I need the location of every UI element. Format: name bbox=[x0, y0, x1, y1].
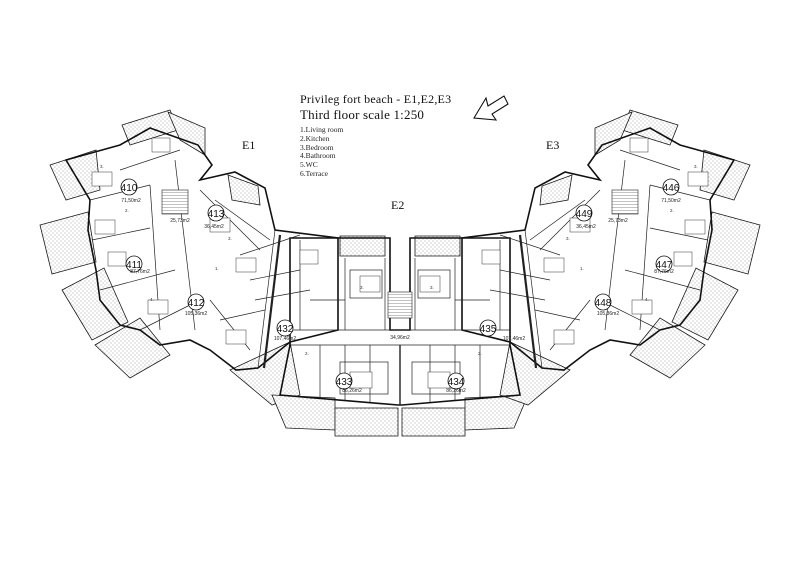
unit-434-area: 86,26m2 bbox=[446, 388, 466, 394]
unit-449-number: 449 bbox=[576, 209, 593, 220]
legend-item-bathroom: 4.Bathroom bbox=[300, 151, 336, 161]
furniture bbox=[91, 137, 709, 389]
unit-447-number: 447 bbox=[656, 260, 673, 271]
plan-title: Privileg fort beach - E1,E2,E3 bbox=[300, 92, 452, 106]
north-arrow-icon bbox=[473, 95, 509, 121]
unit-markers bbox=[120, 178, 680, 390]
unit-446-number: 446 bbox=[663, 183, 680, 194]
unit-410-number: 410 bbox=[121, 183, 138, 194]
unit-411-number: 411 bbox=[126, 260, 142, 271]
wing-label-e3: E3 bbox=[546, 138, 560, 152]
unit-412-area: 105,36m2 bbox=[185, 311, 207, 317]
legend-item-terrace: 6.Terrace bbox=[300, 168, 328, 178]
room-numbers: 3. 2. 4. 1. 3. 2. 3. 3. 2. 1. 3. 4. 2. 3… bbox=[100, 164, 698, 356]
room-number: 3. bbox=[694, 164, 698, 169]
room-number: 4. bbox=[150, 297, 154, 302]
unit-412-number: 412 bbox=[188, 298, 205, 309]
corridor-e2-area: 34,96m2 bbox=[390, 335, 410, 341]
legend-item-living-room: 1.Living room bbox=[300, 125, 344, 134]
interior-walls bbox=[89, 149, 711, 405]
unit-areas: 71,50m2 36,45m2 87,76m2 105,36m2 107,46m… bbox=[121, 198, 681, 394]
room-number: 2. bbox=[305, 351, 309, 356]
room-number: 3. bbox=[430, 285, 434, 290]
room-number: 3. bbox=[360, 285, 364, 290]
unit-448-number: 448 bbox=[595, 298, 612, 309]
unit-432-area: 107,46m2 bbox=[274, 336, 296, 342]
legend-item-bedroom: 3.Bedroom bbox=[300, 142, 334, 152]
wing-label-e1: E1 bbox=[242, 138, 256, 152]
legend-item-wc: 5.WC bbox=[300, 160, 318, 170]
unit-411-area: 87,76m2 bbox=[130, 269, 150, 275]
stairs bbox=[161, 189, 639, 319]
unit-448-area: 105,36m2 bbox=[597, 311, 619, 317]
unit-numbers: 410 413 411 412 432 433 434 435 448 447 … bbox=[121, 183, 680, 388]
wing-label-e2: E2 bbox=[391, 198, 405, 212]
unit-410-area: 71,50m2 bbox=[121, 198, 141, 204]
plan-subtitle: Third floor scale 1:250 bbox=[300, 107, 425, 122]
unit-446-area: 71,50m2 bbox=[661, 198, 681, 204]
unit-433-number: 433 bbox=[336, 377, 353, 388]
unit-449-area: 36,45m2 bbox=[576, 224, 596, 230]
room-number: 1. bbox=[215, 266, 219, 271]
unit-447-area: 87,76m2 bbox=[654, 269, 674, 275]
legend-item-kitchen: 2.Kitchen bbox=[300, 133, 330, 143]
room-number: 2. bbox=[125, 208, 129, 213]
unit-434-number: 434 bbox=[448, 377, 465, 388]
unit-435-number: 435 bbox=[480, 324, 497, 335]
room-number: 2. bbox=[670, 208, 674, 213]
unit-413-area: 36,45m2 bbox=[204, 224, 224, 230]
corridor-e3-area: 25,73m2 bbox=[608, 218, 628, 224]
unit-432-number: 432 bbox=[277, 324, 294, 335]
room-number: 1. bbox=[580, 266, 584, 271]
room-number: 2. bbox=[478, 351, 482, 356]
unit-435-area: 107,46m2 bbox=[503, 336, 525, 342]
room-legend: 1.Living room 2.Kitchen 3.Bedroom 4.Bath… bbox=[300, 125, 344, 179]
unit-413-number: 413 bbox=[208, 209, 225, 220]
room-number: 3. bbox=[566, 236, 570, 241]
corridor-e1-area: 25,73m2 bbox=[170, 218, 190, 224]
corridor-areas: 25,73m2 34,96m2 25,73m2 bbox=[170, 218, 628, 341]
room-number: 4. bbox=[645, 297, 649, 302]
unit-433-area: 86,26m2 bbox=[342, 388, 362, 394]
room-number: 3. bbox=[228, 236, 232, 241]
room-number: 3. bbox=[100, 164, 104, 169]
